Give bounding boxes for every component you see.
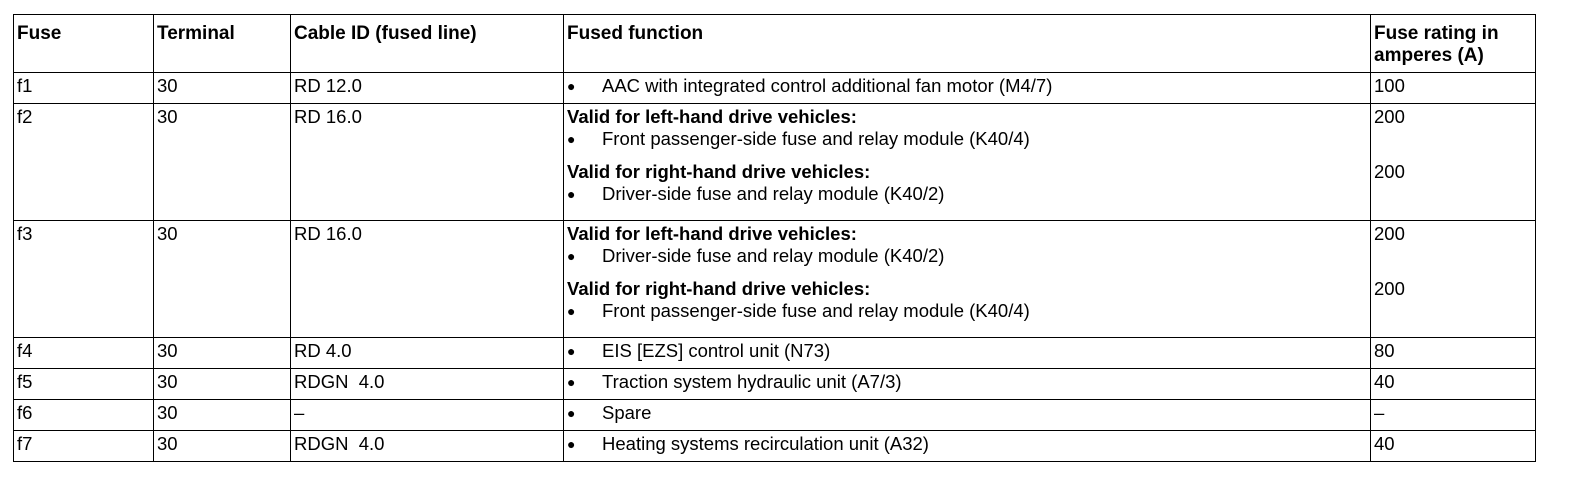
bullet-icon: ●: [567, 78, 576, 94]
cell-fuse-rating: 100: [1370, 72, 1536, 104]
cell-terminal: 30: [153, 220, 291, 338]
cell-terminal: 30: [153, 430, 291, 462]
bullet-item: ● Spare: [567, 402, 1366, 424]
bullet-icon: ●: [567, 186, 576, 202]
table-header-row: Fuse Terminal Cable ID (fused line) Fuse…: [13, 14, 1536, 73]
fuse-table: Fuse Terminal Cable ID (fused line) Fuse…: [13, 14, 1536, 462]
bullet-item: ● Traction system hydraulic unit (A7/3): [567, 371, 1366, 393]
function-text: AAC with integrated control additional f…: [602, 75, 1053, 96]
rhd-block: Valid for right-hand drive vehicles: ● D…: [567, 161, 1366, 205]
function-text: Traction system hydraulic unit (A7/3): [602, 371, 902, 392]
header-cable-id: Cable ID (fused line): [290, 14, 564, 73]
bullet-item: ● Heating systems recirculation unit (A3…: [567, 433, 1366, 455]
table-row: f2 30 RD 16.0 Valid for left-hand drive …: [13, 103, 1536, 221]
bullet-item: ● AAC with integrated control additional…: [567, 75, 1366, 97]
cell-terminal: 30: [153, 399, 291, 431]
table-row: f3 30 RD 16.0 Valid for left-hand drive …: [13, 220, 1536, 338]
bullet-item: ● Driver-side fuse and relay module (K40…: [567, 245, 1366, 267]
cell-fuse-rating: 200 200: [1370, 103, 1536, 221]
cell-fused-function: ● Heating systems recirculation unit (A3…: [563, 430, 1371, 462]
cell-fuse-rating: 40: [1370, 368, 1536, 400]
table-row: f4 30 RD 4.0 ● EIS [EZS] control unit (N…: [13, 337, 1536, 369]
cell-fuse-rating: 40: [1370, 430, 1536, 462]
cell-fused-function: ● AAC with integrated control additional…: [563, 72, 1371, 104]
function-text: Front passenger-side fuse and relay modu…: [602, 300, 1030, 321]
lhd-label: Valid for left-hand drive vehicles:: [567, 106, 857, 127]
function-text: Driver-side fuse and relay module (K40/2…: [602, 245, 945, 266]
header-fuse: Fuse: [13, 14, 154, 73]
cell-cable-id: RDGN 4.0: [290, 430, 564, 462]
lhd-label: Valid for left-hand drive vehicles:: [567, 223, 857, 244]
cell-cable-id: RDGN 4.0: [290, 368, 564, 400]
rhd-rating: 200: [1374, 161, 1405, 182]
function-text: EIS [EZS] control unit (N73): [602, 340, 831, 361]
cell-cable-id: RD 16.0: [290, 103, 564, 221]
cell-cable-id: RD 16.0: [290, 220, 564, 338]
bullet-icon: ●: [567, 343, 576, 359]
rhd-label: Valid for right-hand drive vehicles:: [567, 161, 871, 182]
cell-terminal: 30: [153, 337, 291, 369]
function-text: Driver-side fuse and relay module (K40/2…: [602, 183, 945, 204]
cell-fuse-rating: –: [1370, 399, 1536, 431]
header-terminal: Terminal: [153, 14, 291, 73]
cell-fused-function: Valid for left-hand drive vehicles: ● Dr…: [563, 220, 1371, 338]
cell-fuse: f5: [13, 368, 154, 400]
rhd-label: Valid for right-hand drive vehicles:: [567, 278, 871, 299]
cell-fused-function: Valid for left-hand drive vehicles: ● Fr…: [563, 103, 1371, 221]
lhd-rating: 200: [1374, 106, 1405, 127]
bullet-item: ● Front passenger-side fuse and relay mo…: [567, 300, 1366, 322]
lhd-block: Valid for left-hand drive vehicles: ● Dr…: [567, 223, 1366, 267]
bullet-icon: ●: [567, 374, 576, 390]
lhd-rating: 200: [1374, 223, 1405, 244]
table-row: f5 30 RDGN 4.0 ● Traction system hydraul…: [13, 368, 1536, 400]
cell-cable-id: RD 12.0: [290, 72, 564, 104]
bullet-item: ● Driver-side fuse and relay module (K40…: [567, 183, 1366, 205]
bullet-icon: ●: [567, 131, 576, 147]
rhd-block: Valid for right-hand drive vehicles: ● F…: [567, 278, 1366, 322]
bullet-icon: ●: [567, 303, 576, 319]
cell-fuse-rating: 200 200: [1370, 220, 1536, 338]
cell-fuse: f2: [13, 103, 154, 221]
cell-fuse: f3: [13, 220, 154, 338]
function-text: Heating systems recirculation unit (A32): [602, 433, 929, 454]
cell-fused-function: ● Traction system hydraulic unit (A7/3): [563, 368, 1371, 400]
table-row: f6 30 – ● Spare –: [13, 399, 1536, 431]
table-row: f1 30 RD 12.0 ● AAC with integrated cont…: [13, 72, 1536, 104]
cell-cable-id: RD 4.0: [290, 337, 564, 369]
bullet-icon: ●: [567, 405, 576, 421]
cell-fuse: f1: [13, 72, 154, 104]
cell-cable-id: –: [290, 399, 564, 431]
bullet-icon: ●: [567, 436, 576, 452]
fuse-table-container: Fuse Terminal Cable ID (fused line) Fuse…: [13, 14, 1536, 462]
header-fused-function: Fused function: [563, 14, 1371, 73]
cell-terminal: 30: [153, 368, 291, 400]
bullet-item: ● EIS [EZS] control unit (N73): [567, 340, 1366, 362]
lhd-block: Valid for left-hand drive vehicles: ● Fr…: [567, 106, 1366, 150]
cell-fuse-rating: 80: [1370, 337, 1536, 369]
cell-fuse: f7: [13, 430, 154, 462]
function-text: Front passenger-side fuse and relay modu…: [602, 128, 1030, 149]
cell-fuse: f4: [13, 337, 154, 369]
bullet-icon: ●: [567, 248, 576, 264]
table-row: f7 30 RDGN 4.0 ● Heating systems recircu…: [13, 430, 1536, 462]
cell-fuse: f6: [13, 399, 154, 431]
rhd-rating: 200: [1374, 278, 1405, 299]
function-text: Spare: [602, 402, 652, 423]
bullet-item: ● Front passenger-side fuse and relay mo…: [567, 128, 1366, 150]
cell-terminal: 30: [153, 103, 291, 221]
cell-fused-function: ● EIS [EZS] control unit (N73): [563, 337, 1371, 369]
header-fuse-rating: Fuse rating in amperes (A): [1370, 14, 1536, 73]
cell-fused-function: ● Spare: [563, 399, 1371, 431]
cell-terminal: 30: [153, 72, 291, 104]
